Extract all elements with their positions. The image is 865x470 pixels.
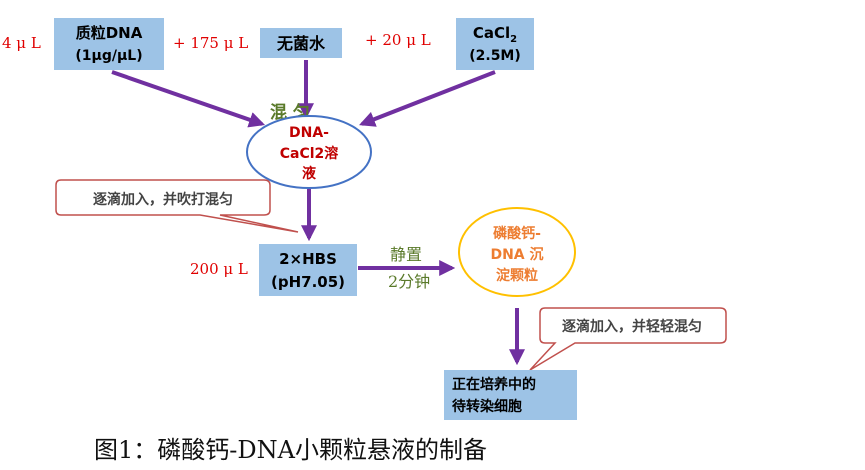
hbs-amount: 200 μ L [190, 260, 248, 278]
plasmid-dna-label: 质粒DNA [76, 24, 143, 42]
dna-amount: 4 μ L [2, 34, 41, 52]
hbs-box: 2×HBS (pH7.05) [259, 244, 357, 296]
precipitate-line3: 淀颗粒 [496, 267, 538, 284]
sterile-water-label: 无菌水 [276, 34, 326, 53]
standing-label: 静置 [390, 245, 422, 264]
target-cells-line1: 正在培养中的 [452, 376, 536, 393]
cacl2-label: CaCl2 [473, 24, 517, 45]
solution-line3: 液 [302, 165, 317, 182]
plasmid-dna-concentration: (1μg/μL) [75, 48, 142, 64]
callout-dropwise-pipette: 逐滴加入，并吹打混匀 [55, 179, 299, 233]
cacl2-concentration: (2.5M) [469, 48, 521, 64]
callout-dropwise-gentle: 逐滴加入，并轻轻混匀 [529, 307, 727, 371]
figure-caption: 图1：磷酸钙-DNA小颗粒悬液的制备 [94, 436, 487, 464]
hbs-label: 2×HBS [279, 250, 337, 268]
solution-line1: DNA- [289, 125, 329, 141]
cacl2-box: CaCl2 (2.5M) [456, 18, 534, 70]
solution-line2: CaCl2溶 [280, 145, 339, 162]
precipitate-node: 磷酸钙- DNA 沉 淀颗粒 [458, 207, 576, 297]
hbs-ph: (pH7.05) [271, 273, 345, 291]
arrow-cacl2-to-mix [359, 70, 496, 127]
cacl2-amount: + 20 μ L [365, 31, 431, 49]
precipitate-line1: 磷酸钙- [493, 225, 541, 242]
sterile-water-box: 无菌水 [260, 28, 342, 58]
water-amount: + 175 μ L [173, 34, 248, 52]
standing-time: 2分钟 [388, 272, 430, 291]
plasmid-dna-box: 质粒DNA (1μg/μL) [54, 18, 164, 70]
callout-dropwise-gentle-text: 逐滴加入，并轻轻混匀 [562, 318, 702, 335]
precipitate-line2: DNA 沉 [490, 246, 543, 263]
callout-dropwise-pipette-text: 逐滴加入，并吹打混匀 [93, 191, 233, 208]
arrow-dna-to-mix [111, 70, 266, 128]
target-cells-line2: 待转染细胞 [452, 398, 522, 415]
dna-cacl2-solution-node: DNA- CaCl2溶 液 [246, 115, 372, 189]
target-cells-box: 正在培养中的 待转染细胞 [444, 370, 577, 420]
